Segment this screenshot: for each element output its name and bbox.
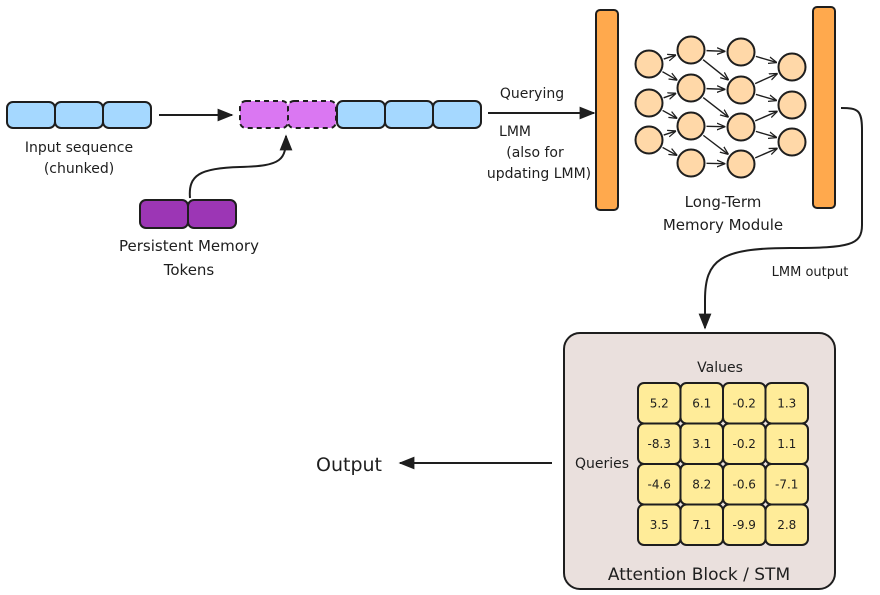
input-sequence-label-line2: (chunked) [44,161,114,177]
attention-cell-value: 6.1 [692,396,711,410]
lmm-label-line1: Long-Term [685,193,762,211]
attention-cell-value: -0.2 [733,437,756,451]
memory-token-placeholder [287,100,337,129]
attention-cell [764,503,809,546]
attention-cell-value: -4.6 [648,477,671,491]
network-edge-arrow [663,94,676,98]
network-node [726,37,756,67]
network-node [676,148,706,178]
input-token [336,100,386,129]
attention-cell-value: 3.5 [650,518,669,532]
attention-cell-value: 7.1 [692,518,711,532]
network-node [726,112,756,142]
attention-matrix: 5.2 6.1 -0.2 1.3 -8.3 3.1 -0.2 1.1 -4.6 8.2 -0.6 -7… [637,382,809,546]
input-token [102,101,152,129]
lmm-output-arrow [698,107,863,330]
attention-cell-value: 5.2 [650,396,669,410]
persistent-memory-label-line1: Persistent Memory [119,237,259,255]
network-node [777,127,807,157]
persistent-memory-tokens [139,199,237,229]
queries-label: Queries [575,456,629,472]
network-edge-arrow [755,55,776,62]
attention-cell-value: 1.3 [777,396,796,410]
lmm-input-bar [595,9,619,211]
input-token [432,100,482,129]
attention-cell-value: 3.1 [692,437,711,451]
network-edge-arrow [754,112,777,122]
lmm-label-line2: Memory Module [663,216,783,234]
input-token [6,101,56,129]
querying-label-line3: (also for [506,145,564,161]
network-node [676,73,706,103]
network-edge-arrow [702,96,728,117]
querying-label-line4: updating LMM) [487,166,591,182]
input-sequence-label-line1: Input sequence [25,140,133,156]
attention-cell-value: 1.1 [777,437,796,451]
querying-label-line2: LMM [499,124,531,140]
attention-cell-value: 8.2 [692,477,711,491]
attention-block-title: Attention Block / STM [608,565,790,585]
network-node [726,75,756,105]
output-label: Output [316,454,382,476]
attention-cell-value: 2.8 [777,518,796,532]
querying-label-line1: Querying [500,86,564,102]
attention-cell-value: -9.9 [733,518,756,532]
persistent-memory-label-line2: Tokens [163,261,215,279]
network-node [777,52,807,82]
network-edge-arrow [663,55,676,59]
lmm-output-label: LMM output [772,265,849,280]
persistent-token [139,199,189,229]
attention-cell-value: -0.2 [733,396,756,410]
combined-sequence-tokens [239,100,482,129]
network-edge-arrow [755,93,776,100]
memory-token-placeholder [239,100,289,129]
network-edge-arrow [702,59,728,80]
network-node [726,149,756,179]
values-label: Values [697,360,743,376]
network-edge-arrow [754,149,777,159]
network-node [634,125,664,155]
network-node [634,88,664,118]
input-token [384,100,434,129]
attention-cell-value: -0.6 [733,477,756,491]
input-token [54,101,104,129]
network-edge-arrow [662,71,676,80]
network-edge-arrow [754,74,777,85]
network-edge-arrow [702,134,728,154]
network-node [676,35,706,65]
network-node [634,49,664,79]
attention-cell-value: -7.1 [775,477,798,491]
network-edge-arrow [662,146,677,155]
input-sequence-tokens [6,101,152,129]
network-node [676,111,706,141]
persistent-token [187,199,237,229]
attention-cell-value: -8.3 [648,437,671,451]
network-edge-arrow [662,109,677,118]
network-edge-arrow [755,130,776,137]
network-edge-arrow [706,89,724,90]
network-node [777,90,807,120]
persistent-to-combined-arrow [188,134,293,199]
network-edge-arrow [663,131,676,135]
lmm-output-bar [812,6,836,209]
network-edge-arrow [706,51,724,52]
lmm-neural-network [634,35,807,179]
